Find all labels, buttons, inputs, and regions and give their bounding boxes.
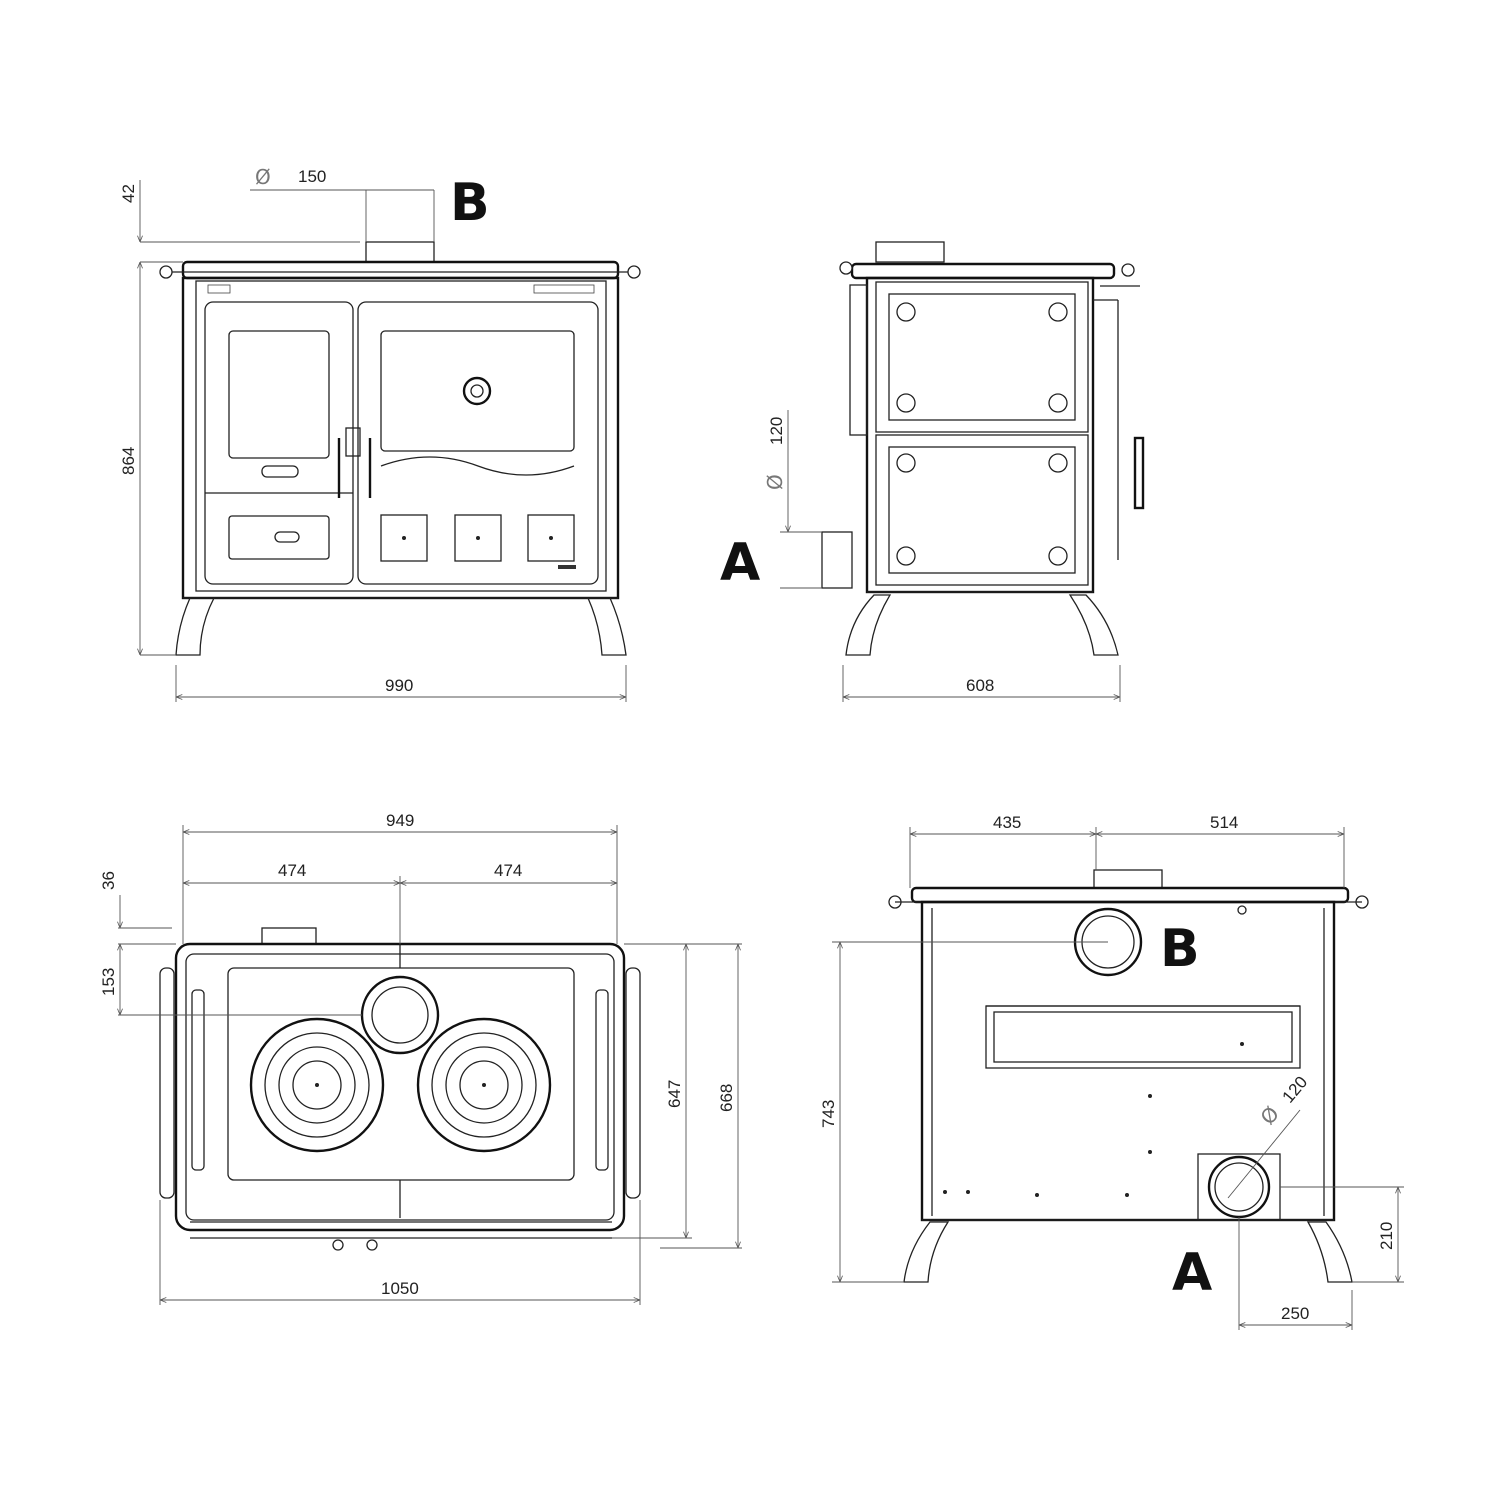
side-width: 608 [966,676,994,695]
side-dimensions: 120 Ø A 608 [720,410,1121,702]
left-door [204,301,354,585]
vent-3 [527,514,575,562]
side-inlet-diameter: 120 [767,417,786,445]
rear-top-plate [910,886,1350,904]
side-view [821,241,1145,656]
rear-inlet-box [1197,1153,1281,1221]
flue-pipe [365,241,435,263]
door-latch [345,427,361,457]
rear-left-offset: 435 [993,813,1021,832]
top-overall-width: 949 [386,811,414,830]
stove-body [181,276,620,600]
front-left-leg [175,597,216,656]
rear-left-leg [903,1221,950,1283]
oven-window [380,330,575,452]
top-left-half: 474 [278,861,306,880]
left-door-window [228,330,330,459]
rear-flue-pipe [1093,869,1163,889]
rear-heat-shield [985,1005,1301,1069]
front-width: 990 [385,676,413,695]
left-hotplate [249,1017,385,1153]
side-inlet-label-a: A [720,533,760,593]
top-dimensions: 949 474 474 36 153 647 668 1050 [99,811,742,1305]
rear-inlet-height: 210 [1377,1222,1396,1250]
left-control-knob [261,465,299,478]
rear-inlet-a [1207,1155,1271,1219]
ash-drawer [228,515,330,560]
rear-right-leg [1306,1221,1353,1283]
top-offset-36: 36 [99,871,118,890]
side-air-inlet [821,531,853,589]
top-total-width: 1050 [381,1279,419,1298]
rear-rivets [943,1042,1244,1197]
top-pipe-offset: 153 [99,968,118,996]
rear-outlet-label-b: B [1160,919,1200,979]
ornament-set [896,302,1068,566]
front-view [159,241,641,656]
front-pipe-diameter: 150 [298,167,326,186]
front-outlet-label-b: B [450,173,490,233]
oven-door [357,301,599,585]
side-top-plate [850,262,1116,280]
side-left-leg [845,594,892,656]
cooking-surface [227,967,575,1181]
top-plate [181,260,620,280]
front-right-leg [586,597,627,656]
left-rail-knob [159,265,173,279]
side-inlet-symbol: Ø [763,474,787,490]
rear-dimensions: 435 514 B 743 Ø 120 210 A 250 [819,813,1404,1330]
thermometer [462,376,492,406]
front-height: 864 [119,447,138,475]
top-view [159,927,641,1251]
side-right-leg [1068,594,1119,656]
right-hotplate [416,1017,552,1153]
top-flue-stub [261,927,317,945]
front-dimensions: Ø 150 B 42 864 990 [119,165,627,702]
top-depth-outer: 668 [717,1084,736,1112]
rear-inlet-offset: 250 [1281,1304,1309,1323]
right-rail-knob [627,265,641,279]
left-towel-rail [159,967,175,1199]
vent-1 [380,514,428,562]
front-pipe-symbol: Ø [255,165,271,189]
front-top-offset: 42 [119,184,138,203]
rear-height: 743 [819,1100,838,1128]
rear-inlet-label-a: A [1172,1243,1212,1303]
side-flue-pipe [875,241,945,263]
rear-inlet-symbol: Ø [1255,1102,1284,1129]
right-towel-rail [625,967,641,1199]
rear-inlet-diameter: 120 [1279,1073,1312,1107]
flue-ring [360,975,440,1055]
top-right-half: 474 [494,861,522,880]
top-depth-inner: 647 [665,1080,684,1108]
vent-2 [454,514,502,562]
rear-panel [920,900,1336,1222]
rear-right-offset: 514 [1210,813,1238,832]
